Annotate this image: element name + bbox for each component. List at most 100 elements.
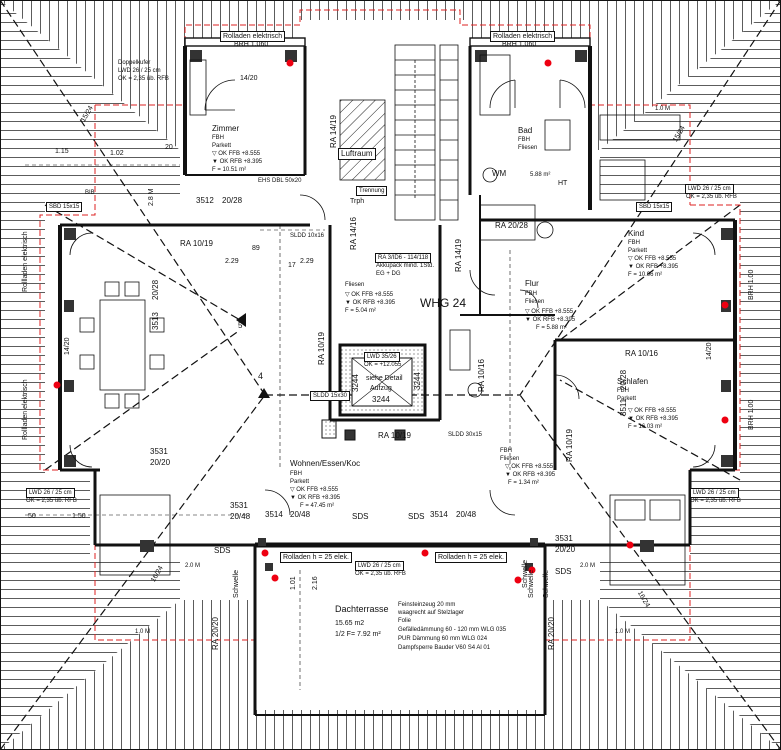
door-3531-center-dim: 20/48 — [230, 512, 251, 521]
schlafen-ok-rfb: ▼ OK RFB +8.395 — [628, 416, 679, 422]
brh-right-vert-2: BRH 1.00 — [748, 399, 755, 430]
eg-dg: EG + DG — [376, 271, 401, 277]
schlafen-area: F = 16.03 m² — [628, 424, 663, 430]
trennung-label: Trennung — [356, 186, 388, 196]
zimmer-heat: FBH — [212, 135, 224, 141]
door-3514-a: 3514 — [265, 510, 283, 519]
left-dim-1m: 1.0 M — [135, 629, 151, 635]
ra-10-19-vert: RA 10/19 — [565, 429, 574, 462]
ra-20-20-right: RA 20/20 — [547, 617, 556, 650]
door-3511: 3511 — [619, 398, 628, 416]
rolladen-bottom-right: Rolladen h = 25 elek. — [435, 552, 507, 563]
terrasse-layer-5: Dampfsperre Bauder V60 S4 Al 01 — [398, 645, 491, 651]
brh-right-label: BRH 1.060 — [502, 41, 537, 48]
schwelle-2: Schwelle — [543, 569, 550, 598]
schwelle-4: Schwelle — [528, 569, 535, 598]
left-dim-2m: 2.0 M — [185, 563, 201, 569]
section-num-4: 4 — [258, 371, 264, 381]
room-grid — [25, 164, 511, 690]
kind-name: Kind — [628, 229, 645, 238]
bad-floor: Fliesen — [518, 145, 538, 151]
rolladen-right-label: Rolladen elektrisch — [490, 31, 556, 42]
schlafen-floor: Parkett — [617, 396, 637, 402]
wm-label: WM — [492, 169, 507, 178]
terrasse-layer-2: Folie — [398, 618, 412, 624]
door-3531-left-dim: 20/20 — [150, 458, 171, 467]
ra-14-19-b: RA 14/19 — [454, 239, 463, 272]
right-dim-1m-top: 1.0 M — [655, 106, 671, 112]
abst-floor: Fliesen — [500, 456, 520, 462]
diele-ok-rfb: ▼ OK RFB +8.395 — [345, 300, 396, 306]
left-dim-1-50: 1.50 — [72, 513, 86, 520]
insulation-outline — [39, 9, 741, 641]
ok-right-top: OK = 2,35 üb. RFB — [686, 194, 737, 200]
door-3513: 3513 — [151, 312, 160, 330]
sds-1: SDS — [352, 512, 369, 521]
lwd-left-bottom: LWD 26 / 25 cm — [26, 488, 75, 498]
ehs-label: EHS DBL 50x20 — [258, 178, 302, 184]
wohnen-ok-rfb: ▼ OK RFB +8.395 — [290, 495, 341, 501]
door-3531-center: 3531 — [230, 501, 248, 510]
diele-area: F = 5.04 m² — [345, 308, 376, 314]
terrasse-area: 15.65 m2 — [335, 620, 365, 627]
door-3531-right: 3531 — [555, 534, 573, 543]
door-3531-right-dim: 20/20 — [555, 545, 576, 554]
wohnen-area: F = 47.45 m² — [300, 503, 335, 509]
ok-top-left: OK = 2,35 üb. RFB — [118, 76, 169, 82]
aufzug-label: Aufzug — [370, 385, 392, 392]
lwd-aufzug: LWD 35/26 — [364, 352, 400, 362]
ra-10-19-bottom: RA 10/19 — [378, 431, 411, 440]
terrasse-layer-3: Gefälledämmung 60 - 120 mm WLG 035 — [398, 627, 507, 633]
lwd-top-left: LWD 26 / 25 cm — [118, 68, 161, 74]
abst-ok-rfb: ▼ OK RFB +8.395 — [505, 472, 556, 478]
flur-floor: Fliesen — [525, 299, 545, 305]
ok-center: OK = 2,35 üb. RFB — [355, 571, 406, 577]
terrasse-half: 1/2 F= 7.92 m² — [335, 631, 381, 638]
terrasse-name: Dachterrasse — [335, 604, 389, 614]
zimmer-floor: Parkett — [212, 143, 232, 149]
zimmer-ok-rfb: ▼ OK RFB +8.395 — [212, 159, 263, 165]
rolladen-left-label: Rolladen elektrisch — [220, 31, 286, 42]
ra-10-19-side: RA 10/19 — [317, 332, 326, 365]
wohnen-floor: Parkett — [290, 479, 310, 485]
zimmer-ok-ffb: ▽ OK FFB +8.555 — [212, 151, 261, 157]
dim-14-20: 14/20 — [240, 75, 258, 82]
dim-20: 20 — [165, 144, 173, 151]
schlafen-heat: FBH — [617, 388, 629, 394]
door-3514-a-dim: 20/48 — [290, 510, 311, 519]
dim-14-20-c: 14/20 — [64, 337, 71, 355]
ra-14-16: RA 14/16 — [349, 217, 358, 250]
sldd-6: SLDD 10x16 — [290, 233, 325, 239]
doppelkufe-label: Doppelkufer — [118, 60, 151, 66]
terr-dim-1: 1.01 — [290, 576, 297, 590]
luftraum-label: Luftraum — [338, 148, 376, 160]
door-3244-b: 3244 — [413, 372, 422, 390]
ok-left-bottom: OK = 2,35 üb. RFB — [26, 498, 77, 504]
right-dim-1m: 1.0 M — [615, 629, 631, 635]
siehe-detail: siehe Detail — [366, 375, 403, 382]
terrasse-layer-1: waagrecht auf Stelzlager — [398, 610, 465, 616]
akkupack: Akkupack mind. 1Std. — [376, 263, 435, 269]
kind-ok-ffb: ▽ OK FFB +8.555 — [628, 256, 677, 262]
sds-2: SDS — [408, 512, 425, 521]
dim-17: 17 — [288, 262, 296, 269]
brh-left-label: BRH 1.060 — [234, 41, 269, 48]
ok-right-bottom: OK = 2,35 üb. RFB — [690, 498, 741, 504]
terr-dim-2: 2.16 — [312, 576, 319, 590]
door-3514-b-dim: 20/48 — [456, 510, 477, 519]
sldd-3: SLDD 30x15 — [448, 432, 483, 438]
lwd-center: LWD 26 / 25 cm — [355, 561, 404, 571]
section-num-5: 5 — [238, 321, 243, 330]
ra-14-19: RA 14/19 — [329, 115, 338, 148]
right-dim-2m: 2.0 M — [580, 563, 596, 569]
flur-area: F = 5.88 m² — [536, 325, 567, 331]
sbd-2: SBD 15x15 — [636, 202, 673, 212]
dim-2-8m: 2.8 M — [148, 188, 155, 206]
ra-10-16-vert: RA 10/16 — [477, 359, 486, 392]
wohnen-name: Wohnen/Essen/Koc — [290, 459, 361, 468]
rolladen-bottom-left: Rolladen h = 25 elek. — [280, 552, 352, 563]
ht-label: HT — [558, 180, 568, 187]
bad-name: Bad — [518, 126, 533, 135]
dim-1-15: 1.15 — [55, 148, 69, 155]
